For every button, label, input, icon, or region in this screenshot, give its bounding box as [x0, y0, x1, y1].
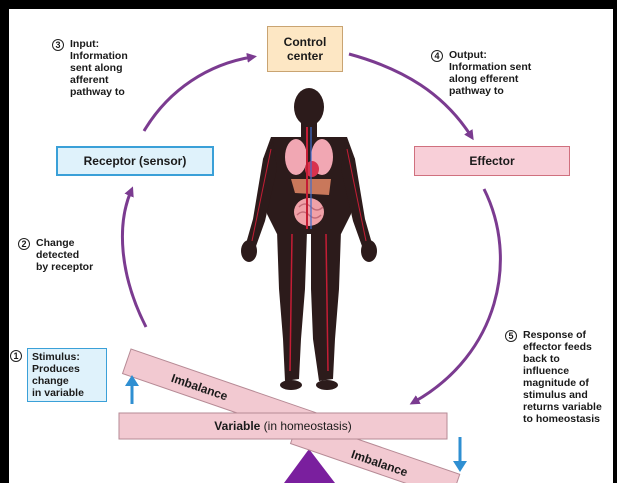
diagram-panel: Imbalance Imbalance Variable (in homeost… [9, 9, 613, 483]
step-5-line: returns variable [523, 401, 613, 413]
step-4-line: Information sent [449, 61, 561, 73]
step-1-line: Stimulus: [32, 351, 102, 363]
step-4-note: 4 Output: Information sent along efferen… [431, 49, 561, 97]
step-5-line: effector feeds [523, 341, 613, 353]
step-3-line: sent along [70, 62, 162, 74]
step-1-line: change [32, 375, 102, 387]
step-2-line: Change [36, 237, 128, 249]
step-1-line: in variable [32, 387, 102, 399]
step-3-line: afferent [70, 74, 162, 86]
step-2-number: 2 [18, 238, 30, 250]
step-3-line: pathway to [70, 86, 162, 98]
step-2-line: by receptor [36, 261, 128, 273]
step-2-line: detected [36, 249, 128, 261]
step-4-number: 4 [431, 50, 443, 62]
step-5-number: 5 [505, 330, 517, 342]
stimulus-box: Stimulus: Produces change in variable [27, 348, 107, 402]
variable-label-rest: (in homeostasis) [260, 419, 351, 433]
variable-label-bold: Variable [214, 419, 260, 433]
step-3-note: 3 Input: Information sent along afferent… [52, 38, 162, 98]
control-center-line-1: Control [284, 35, 327, 49]
step-5-line: magnitude of [523, 377, 613, 389]
step-3-line: Information [70, 50, 162, 62]
step-4-line: pathway to [449, 85, 561, 97]
stimulus-up-arrow [125, 375, 139, 404]
step-1-note: 1 Stimulus: Produces change in variable [10, 348, 110, 402]
step-1-number: 1 [10, 350, 22, 362]
human-body-figure [241, 88, 377, 390]
receptor-box: Receptor (sensor) [56, 146, 214, 176]
step-3-line: Input: [70, 38, 162, 50]
response-arrow [414, 189, 500, 402]
step-5-line: stimulus and [523, 389, 613, 401]
step-5-line: Response of [523, 329, 613, 341]
step-2-note: 2 Change detected by receptor [18, 237, 128, 273]
control-center-line-2: center [287, 49, 323, 63]
step-1-line: Produces [32, 363, 102, 375]
step-4-line: along efferent [449, 73, 561, 85]
step-4-line: Output: [449, 49, 561, 61]
step-5-line: back to [523, 353, 613, 365]
step-5-line: influence [523, 365, 613, 377]
step-3-number: 3 [52, 39, 64, 51]
step-5-line: to homeostasis [523, 413, 613, 425]
control-center-box: Control center [267, 26, 343, 72]
imbalance-down-arrow [453, 437, 467, 472]
variable-label: Variable (in homeostasis) [119, 413, 447, 439]
step-5-note: 5 Response of effector feeds back to inf… [505, 329, 613, 425]
effector-box: Effector [414, 146, 570, 176]
